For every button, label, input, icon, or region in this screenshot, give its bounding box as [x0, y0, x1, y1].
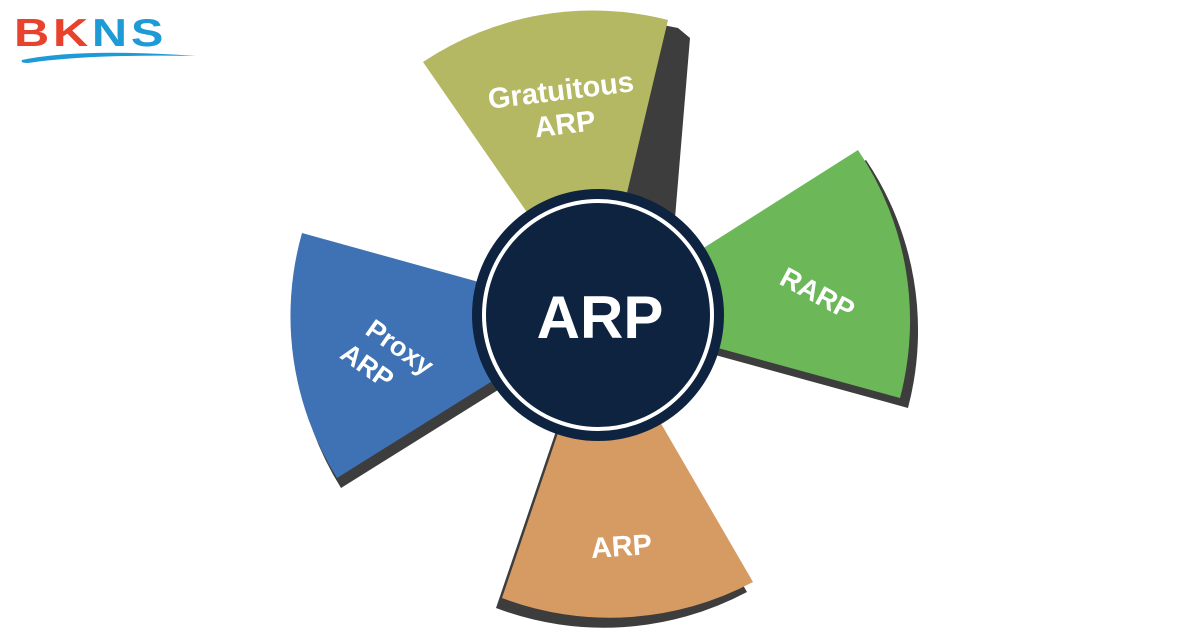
hub-label: ARP [537, 284, 664, 351]
logo-swoosh-icon [21, 52, 196, 63]
petal-label-gratuitous-line2: ARP [533, 105, 598, 144]
logo-text-red: BK [14, 12, 92, 55]
hub-circle [472, 189, 724, 441]
hub-ring [482, 199, 714, 431]
logo-text-blue: NS [91, 12, 168, 55]
petal-label-arp: ARP [590, 529, 653, 565]
label-group-arp: ARP [590, 529, 653, 565]
petal-arp [502, 315, 753, 618]
logo-wordmark: BKNS [14, 12, 167, 56]
bkns-logo: BKNS [14, 12, 196, 68]
